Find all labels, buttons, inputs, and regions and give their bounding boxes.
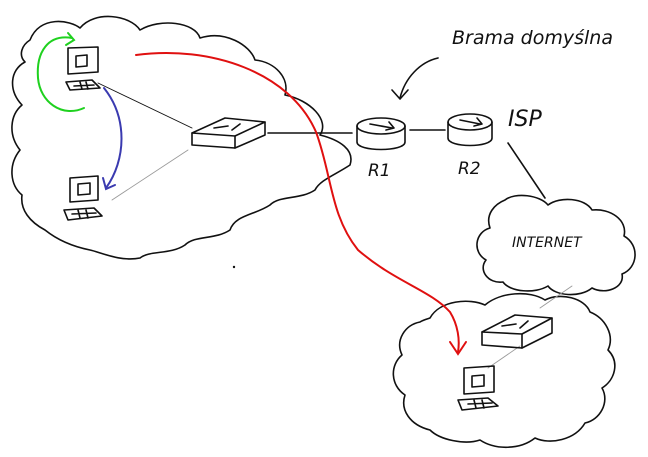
- stray-dot: [232, 265, 236, 269]
- link-pc1-switch: [97, 82, 193, 129]
- isp-label: ISP: [508, 107, 542, 132]
- computer-1: [65, 46, 101, 91]
- computer-3: [457, 365, 499, 411]
- internet-label: INTERNET: [512, 235, 583, 251]
- lan-path-arrow: [102, 87, 123, 191]
- internet-cloud: [476, 194, 636, 296]
- link-pc2-switch: [111, 149, 189, 201]
- link-switch-pc3: [487, 345, 521, 369]
- local-loop-arrow: [36, 32, 85, 113]
- switch-right: [481, 314, 553, 349]
- routed-path-arrow: [135, 51, 467, 356]
- router-r2: [447, 113, 493, 147]
- r1-label: R1: [368, 161, 391, 181]
- router-r1: [356, 117, 406, 151]
- link-r2-internet: [507, 142, 546, 199]
- default-gateway-label: Brama domyślna: [452, 27, 613, 49]
- r2-label: R2: [458, 159, 481, 179]
- gateway-pointer-arrow: [391, 57, 439, 100]
- link-internet-switch: [539, 285, 573, 309]
- lan-cloud-right: [392, 292, 616, 449]
- computer-2: [63, 175, 103, 221]
- lan-cloud-left: [11, 15, 352, 260]
- switch-left: [191, 117, 266, 149]
